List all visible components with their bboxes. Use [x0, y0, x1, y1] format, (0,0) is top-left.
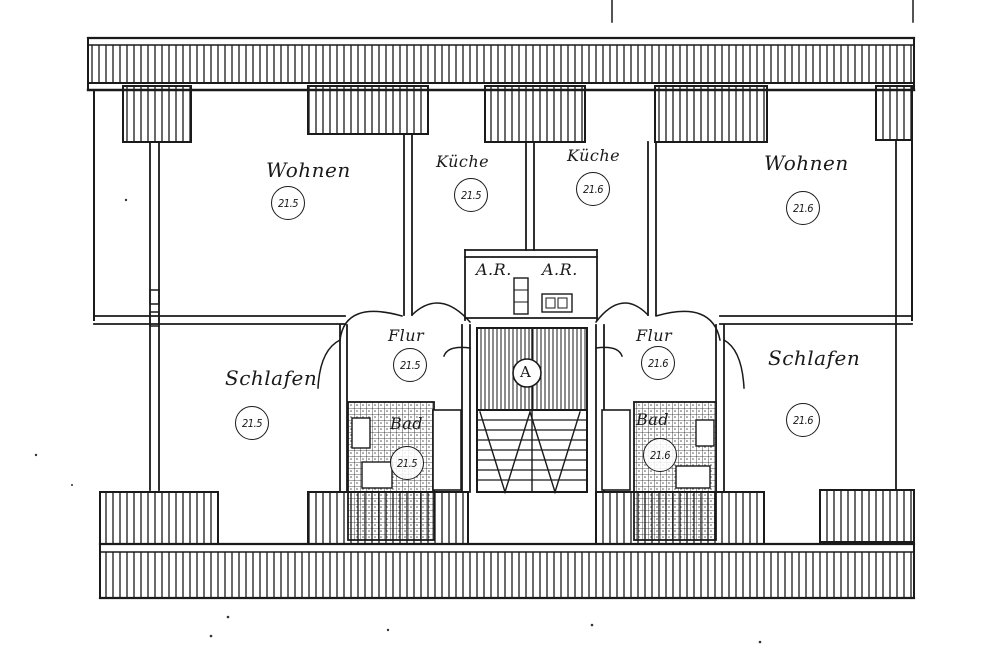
room-label-wohnen-right: Wohnen — [764, 151, 849, 175]
room-label-ar-right: A.R. — [542, 260, 578, 279]
room-label-ar-left: A.R. — [476, 260, 512, 279]
bottom-railing — [98, 489, 916, 600]
room-label-schlafen-right: Schlafen — [768, 346, 861, 370]
top-windows — [122, 85, 913, 143]
top-railing — [86, 36, 916, 92]
unit-tag-bad-right: 21.6 — [643, 438, 677, 472]
room-label-flur-left: Flur — [388, 326, 425, 345]
unit-tag-schlafen-left: 21.5 — [235, 406, 269, 440]
unit-tag-wohnen-right: 21.6 — [786, 191, 820, 225]
room-label-bad-left: Bad — [390, 414, 424, 433]
stair-label: A — [520, 363, 532, 381]
unit-tag-flur-right: 21.6 — [641, 346, 675, 380]
room-label-kueche-right: Küche — [567, 146, 621, 165]
room-label-bad-right: Bad — [636, 410, 670, 429]
unit-tag-flur-left: 21.5 — [393, 348, 427, 382]
unit-tag-wohnen-left: 21.5 — [271, 186, 305, 220]
room-label-kueche-left: Küche — [436, 152, 490, 171]
room-label-wohnen-left: Wohnen — [266, 158, 351, 182]
unit-tag-bad-left: 21.5 — [390, 446, 424, 480]
room-label-flur-right: Flur — [636, 326, 673, 345]
staircase — [476, 327, 588, 495]
room-label-schlafen-left: Schlafen — [225, 366, 318, 390]
unit-tag-kueche-left: 21.5 — [454, 178, 488, 212]
unit-tag-kueche-right: 21.6 — [576, 172, 610, 206]
unit-tag-schlafen-right: 21.6 — [786, 403, 820, 437]
